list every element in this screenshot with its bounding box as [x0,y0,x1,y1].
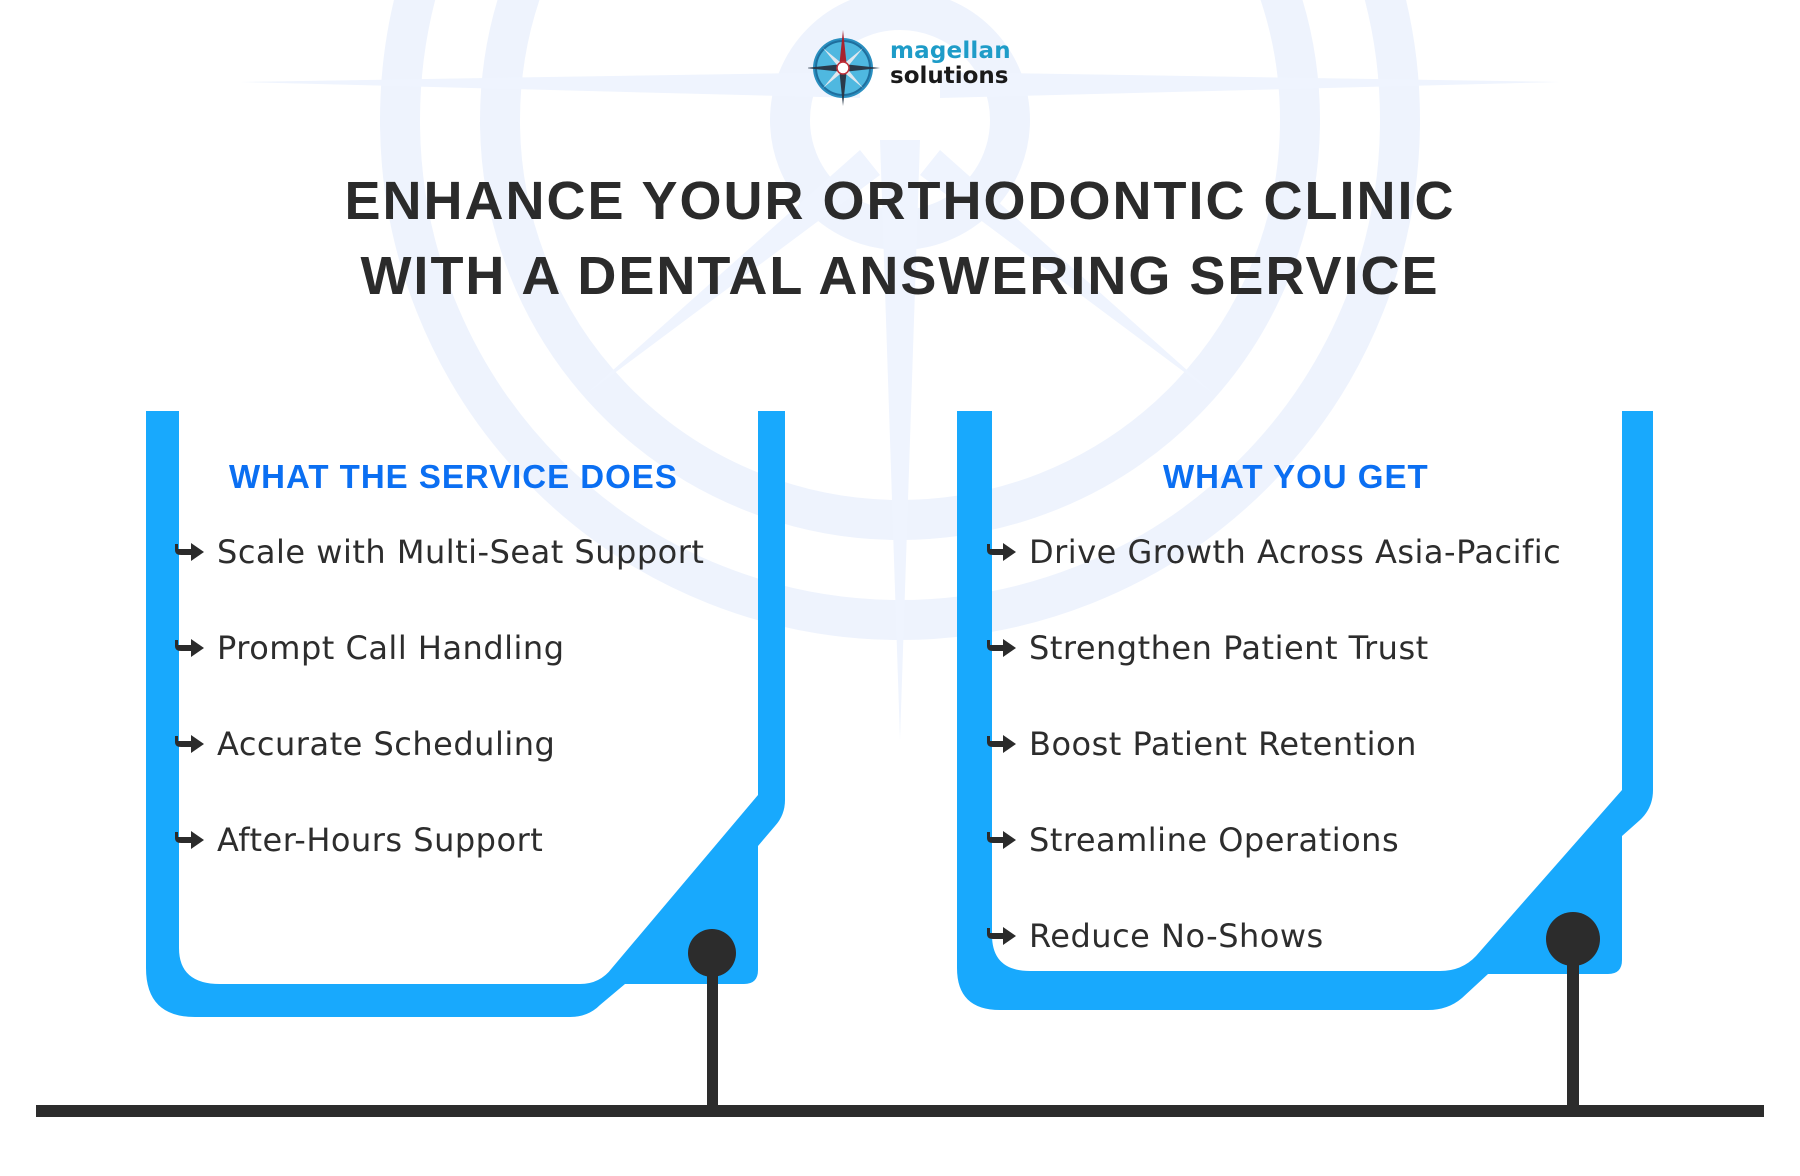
arrow-right-icon [987,831,1016,849]
list-item-label: Scale with Multi-Seat Support [217,533,705,571]
page-title: ENHANCE YOUR ORTHODONTIC CLINIC WITH A D… [0,164,1800,314]
arrow-right-icon [987,639,1016,657]
baseline [36,1105,1764,1117]
title-line-2: WITH A DENTAL ANSWERING SERVICE [360,246,1440,306]
list-item-label: Reduce No-Shows [1029,917,1324,955]
left-connector-stem [707,955,718,1110]
list-item-label: Drive Growth Across Asia-Pacific [1029,533,1562,571]
right-panel-heading: WHAT YOU GET [1163,458,1429,495]
arrow-right-icon [987,735,1016,753]
list-item: After-Hours Support [175,824,543,856]
arrow-right-icon [175,543,204,561]
left-frame [146,411,785,1017]
list-item: Strengthen Patient Trust [987,632,1429,664]
list-item: Reduce No-Shows [987,920,1324,952]
right-connector-stem [1567,940,1579,1110]
left-panel-heading: WHAT THE SERVICE DOES [229,458,678,495]
list-item: Drive Growth Across Asia-Pacific [987,536,1561,568]
brand-name-line2: solutions [890,63,1009,89]
list-item: Scale with Multi-Seat Support [175,536,704,568]
left-connector-dot [688,929,736,977]
brand-name-line1: magellan [890,38,1011,64]
list-item: Streamline Operations [987,824,1399,856]
arrow-right-icon [987,543,1016,561]
list-item-label: Prompt Call Handling [217,629,565,667]
arrow-right-icon [175,735,204,753]
arrow-right-icon [987,927,1016,945]
list-item-label: Streamline Operations [1029,821,1400,859]
list-item: Prompt Call Handling [175,632,565,664]
list-item: Accurate Scheduling [175,728,555,760]
title-line-1: ENHANCE YOUR ORTHODONTIC CLINIC [344,171,1456,231]
list-item-label: Accurate Scheduling [217,725,556,763]
compass-icon [808,30,880,106]
arrow-right-icon [175,639,204,657]
list-item-label: After-Hours Support [217,821,544,859]
arrow-right-icon [175,831,204,849]
list-item-label: Boost Patient Retention [1029,725,1417,763]
list-item: Boost Patient Retention [987,728,1417,760]
right-connector-dot [1546,912,1600,966]
list-item-label: Strengthen Patient Trust [1029,629,1429,667]
